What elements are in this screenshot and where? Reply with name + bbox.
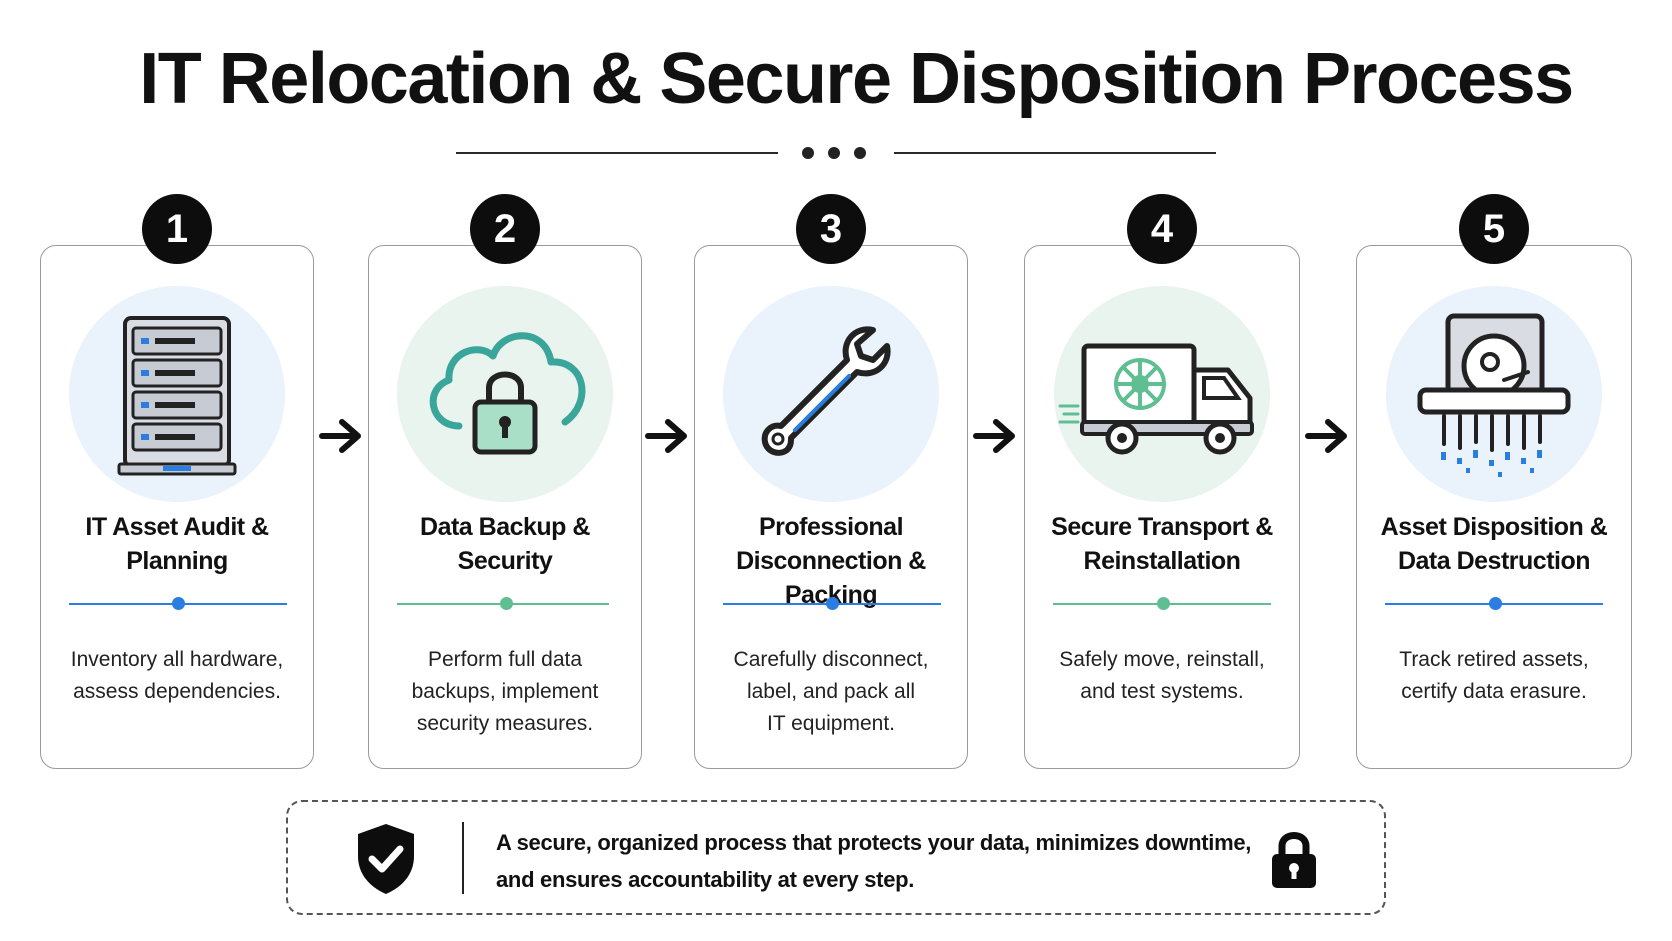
shield-check-icon: [358, 824, 414, 894]
step-divider-dot: [171, 597, 185, 610]
step-description: Inventory all hardware, assess dependenc…: [70, 648, 284, 703]
arrow-right-icon: [973, 419, 1015, 453]
step-title: IT Asset Audit & Planning: [85, 513, 269, 575]
step-number-badge: 4: [1127, 194, 1197, 264]
step-card-3: 3 Professional Disconnection & Packing C…: [694, 194, 968, 769]
padlock-icon: [1272, 832, 1316, 888]
step-divider-dot: [1488, 597, 1502, 610]
step-title: Secure Transport & Reinstallation: [1051, 513, 1273, 575]
arrow-right-icon: [1305, 419, 1347, 453]
step-divider-dot: [499, 597, 513, 610]
divider-line-right: [894, 152, 1216, 154]
step-card-5: 5 Asset Disposition & Data Destruction: [1356, 194, 1632, 769]
step-description: Carefully disconnect, label, and pack al…: [733, 648, 929, 735]
step-description: Track retired assets, certify data erasu…: [1399, 648, 1589, 703]
step-divider-dot: [825, 597, 839, 610]
divider-dot: [828, 147, 840, 159]
step-number-badge: 1: [142, 194, 212, 264]
step-card-4: 4 Secure Transport & Reinstallation Safe…: [1024, 194, 1300, 769]
arrow-right-icon: [645, 419, 687, 453]
page-title: IT Relocation & Secure Disposition Proce…: [139, 39, 1574, 119]
step-divider-dot: [1156, 597, 1170, 610]
banner-separator: [462, 822, 464, 894]
divider-line-left: [456, 152, 778, 154]
step-card-1: 1 IT Asset Audit & Planning Inventory al…: [40, 194, 314, 769]
step-number-badge: 2: [470, 194, 540, 264]
step-title: Professional Disconnection & Packing: [736, 513, 926, 609]
hard-drive-shredder-icon: [1417, 313, 1571, 477]
step-description: Safely move, reinstall, and test systems…: [1059, 648, 1265, 703]
divider-dot: [854, 147, 866, 159]
delivery-truck-icon: [1058, 343, 1254, 455]
step-description: Perform full data backups, implement sec…: [411, 648, 599, 735]
step-card-2: 2 Data Backup & Security Perform full da…: [368, 194, 642, 769]
summary-text: A secure, organized process that protect…: [496, 830, 1252, 892]
step-title: Asset Disposition & Data Destruction: [1380, 513, 1608, 575]
server-rack-icon: [117, 316, 237, 476]
step-number-badge: 5: [1459, 194, 1529, 264]
wrench-icon: [761, 326, 891, 456]
arrow-right-icon: [319, 419, 361, 453]
step-number-badge: 3: [796, 194, 866, 264]
step-title: Data Backup & Security: [420, 513, 590, 575]
cloud-lock-icon: [429, 332, 586, 455]
summary-banner: A secure, organized process that protect…: [286, 800, 1386, 915]
divider-dot: [802, 147, 814, 159]
